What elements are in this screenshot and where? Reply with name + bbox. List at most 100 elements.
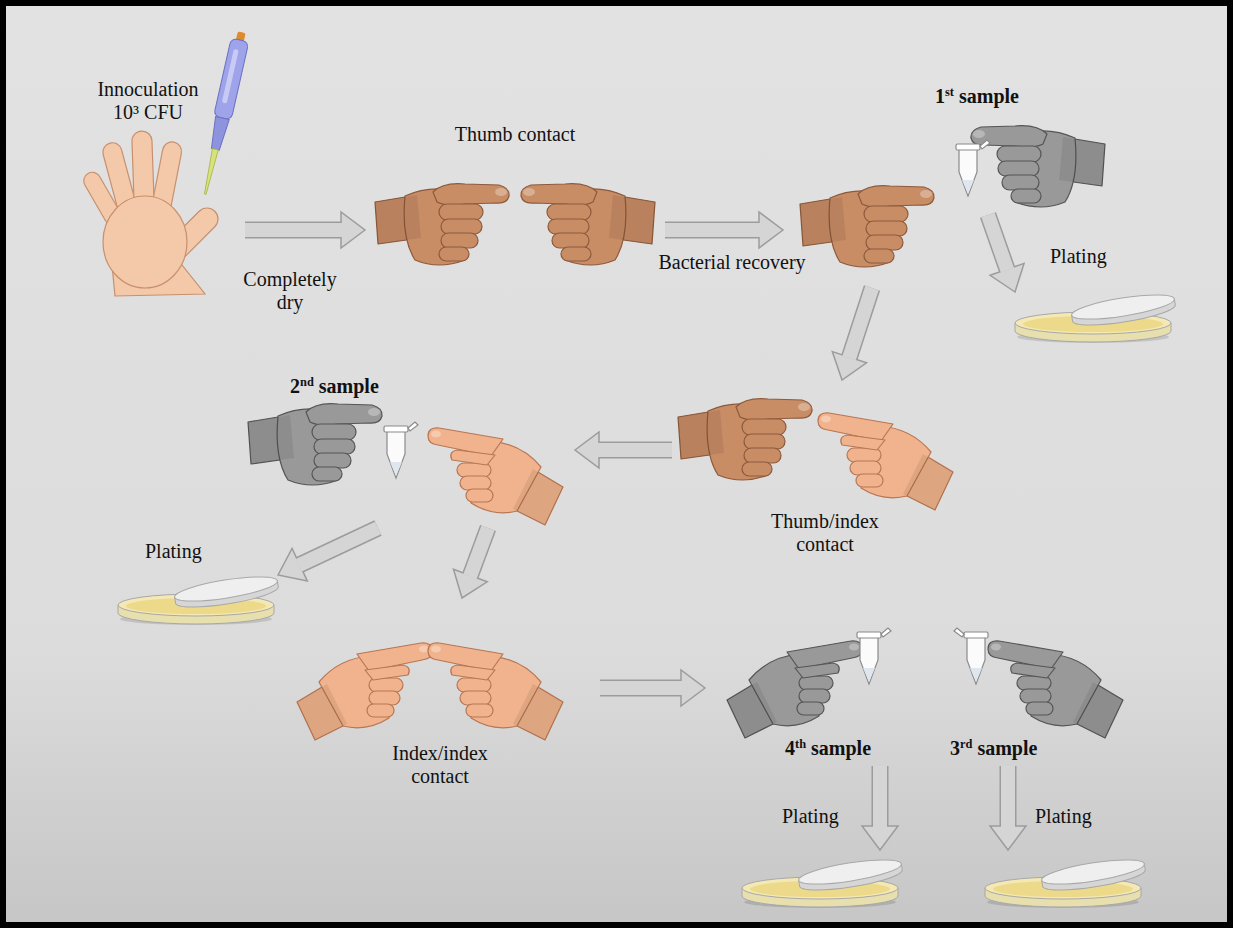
- step-label: Plating: [782, 805, 892, 828]
- flow-arrow: [453, 528, 488, 598]
- arrow-outline: [299, 528, 378, 565]
- step-label: Innoculation 10³ CFU: [88, 78, 208, 124]
- fist-figure: [800, 186, 934, 267]
- step-group: Thumb contact: [365, 118, 665, 278]
- sample-group: 3rd sample: [945, 620, 1130, 766]
- pointer-figure: [428, 643, 563, 740]
- step-label: Plating: [145, 540, 255, 563]
- arrow-shaft: [598, 443, 672, 457]
- dish-group: Plating: [742, 850, 902, 908]
- sample-label: 2nd sample: [290, 375, 450, 398]
- ordinal-suffix: nd: [300, 375, 314, 389]
- tube-icon: [384, 422, 418, 478]
- arrow-head: [759, 212, 783, 248]
- arrow-shaft: [470, 528, 488, 576]
- arrow-head: [341, 212, 365, 248]
- sample-label: 4th sample: [785, 737, 895, 760]
- flow-arrow: [665, 212, 872, 380]
- grey-pointer-figure: [727, 641, 862, 738]
- arrow-outline: [598, 442, 672, 459]
- arrow-shaft: [299, 528, 378, 565]
- flow-arrow: [575, 432, 672, 468]
- label-rest: sample: [806, 737, 871, 759]
- sample-group: 2nd sample: [240, 368, 575, 528]
- grey-fist-figure: [971, 126, 1105, 207]
- arrow-shaft: [1001, 766, 1015, 827]
- pointer-figure: [428, 428, 563, 525]
- arrow-outline: [665, 230, 872, 358]
- arrow-outline: [872, 766, 889, 827]
- arrow-head: [862, 826, 898, 850]
- frame: [3, 3, 1230, 925]
- flow-arrow: [988, 215, 1024, 292]
- dish-icon: [742, 855, 904, 908]
- flow-arrow: [862, 766, 898, 850]
- arrow-outline: [600, 680, 682, 697]
- dish-icon: [118, 572, 280, 625]
- arrow-head: [990, 826, 1026, 850]
- arrow-label: Bacterial recovery: [642, 251, 822, 274]
- tube-icon: [857, 628, 891, 684]
- sample-label: 3rd sample: [950, 737, 1080, 760]
- step-label: Thumb contact: [365, 123, 665, 146]
- dish-icon: [1015, 290, 1177, 343]
- ordinal-suffix: th: [795, 737, 806, 751]
- ordinal-number: 2: [290, 375, 300, 397]
- ordinal-number: 1: [935, 85, 945, 107]
- arrow-shaft: [665, 230, 872, 358]
- arrow-outline: [245, 222, 342, 239]
- dish-group: Plating: [985, 850, 1145, 908]
- arrow-label: Completely dry: [234, 268, 346, 314]
- arrow-outline: [470, 528, 488, 576]
- pipette: [196, 30, 250, 196]
- arrow-shaft: [873, 766, 887, 827]
- pointer-figure: [818, 413, 953, 510]
- label-rest: sample: [314, 375, 379, 397]
- flow-arrow: [600, 670, 705, 706]
- sample-group: 1st sample: [930, 80, 1110, 215]
- palm: [103, 196, 187, 288]
- pipette-shaft: [209, 117, 230, 151]
- tube-icon: [954, 628, 988, 684]
- open-hand: [81, 131, 223, 296]
- ordinal-suffix: rd: [960, 737, 972, 751]
- edge-label-holder: Completely dry: [234, 268, 346, 314]
- label-rest: sample: [972, 737, 1037, 759]
- arrow-shaft: [600, 681, 682, 695]
- pipette-body: [214, 38, 249, 120]
- arrow-head: [575, 432, 599, 468]
- arrow-head: [681, 670, 705, 706]
- step-group: Thumb/index contact: [672, 380, 962, 560]
- arrow-outline: [988, 215, 1007, 270]
- fist-figure: [521, 184, 655, 265]
- arrow-shaft: [988, 215, 1007, 270]
- step-label: Thumb/index contact: [760, 510, 890, 556]
- grey-fist-figure: [248, 404, 382, 485]
- flow-arrow: [990, 766, 1026, 850]
- tube-icon: [956, 140, 990, 196]
- grey-pointer-figure: [988, 641, 1123, 738]
- step-label: Plating: [1050, 245, 1160, 268]
- ordinal-suffix: st: [945, 85, 954, 99]
- step-label: Plating: [1035, 805, 1145, 828]
- ordinal-number: 3: [950, 737, 960, 759]
- dish-group: Plating: [118, 567, 278, 625]
- flow-arrow: [278, 528, 378, 581]
- dish-icon: [985, 855, 1147, 908]
- pipette-shine: [222, 49, 239, 104]
- flow-arrow: [245, 212, 365, 248]
- arrow-outline: [1000, 766, 1017, 827]
- fist-figure: [375, 184, 509, 265]
- pointer-figure: [297, 643, 432, 740]
- arrow-shaft: [245, 223, 342, 237]
- step-label: Index/index contact: [375, 742, 505, 788]
- step-group: Index/index contact: [290, 598, 600, 793]
- label-rest: sample: [954, 85, 1019, 107]
- edge-label-holder: Bacterial recovery: [642, 251, 822, 274]
- step-group: Innoculation 10³ CFU: [60, 35, 245, 300]
